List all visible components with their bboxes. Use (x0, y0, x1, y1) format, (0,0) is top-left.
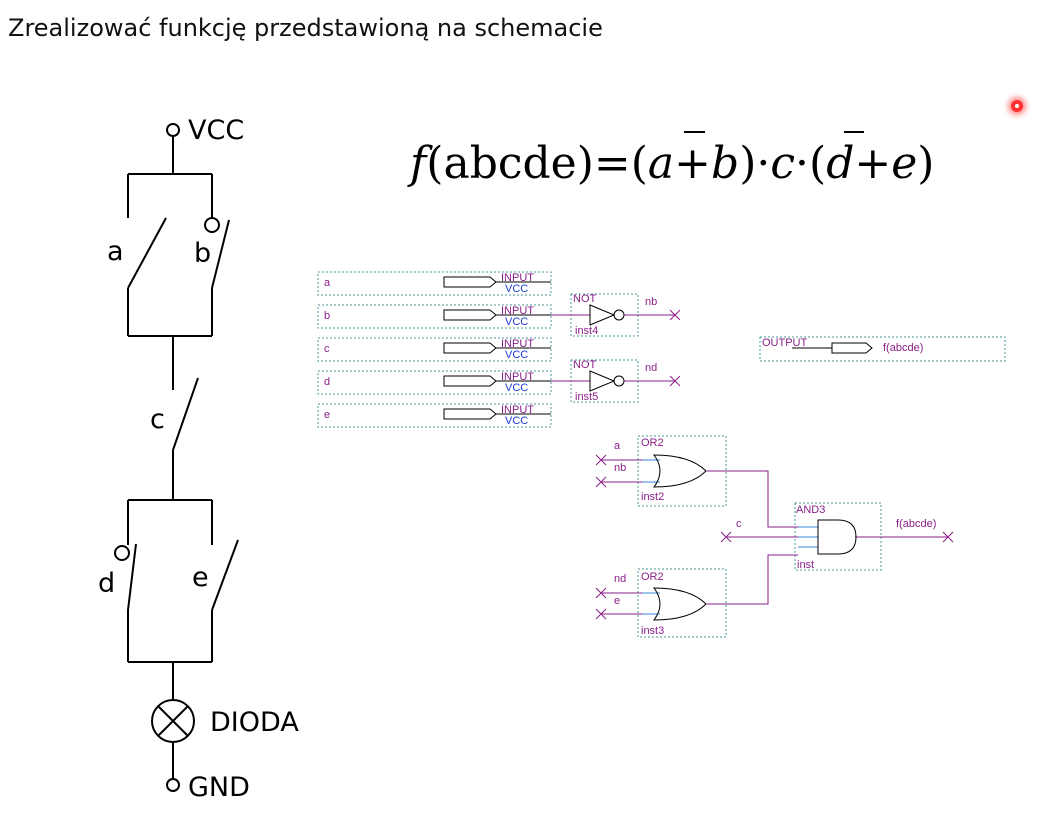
formula-e: e (891, 138, 917, 189)
formula-close1: ) (739, 138, 756, 189)
switch-a (127, 217, 167, 289)
formula-eq: =( (594, 138, 648, 189)
vcc-label: VCC (188, 115, 244, 146)
not-gate-1 (589, 304, 616, 326)
not2-out: nd (645, 362, 657, 374)
not2-inst: inst5 (575, 391, 598, 403)
not1-inst: inst4 (575, 325, 598, 337)
input-vcc-d: VCC (505, 382, 528, 394)
switch-label-b: b (194, 238, 211, 269)
input-name-a: a (324, 277, 331, 289)
formula-a: a (648, 138, 674, 189)
formula-plus1: + (674, 138, 711, 189)
or-gate-1 (653, 454, 707, 488)
formula-dot2: ·( (795, 138, 826, 189)
switch-d-nc (114, 545, 130, 561)
input-name-c: c (324, 343, 330, 355)
and-type: AND3 (796, 504, 825, 516)
formula-text: f(abcde)=(a+b)·c·(d+e) (407, 138, 934, 189)
or1-type: OR2 (641, 437, 664, 449)
formula-close2: ) (917, 138, 934, 189)
gnd-label: GND (188, 772, 250, 803)
gnd-terminal (166, 778, 180, 792)
input-type-b: INPUT (501, 305, 534, 317)
input-name-b: b (324, 310, 330, 322)
or2-in2: e (614, 595, 620, 607)
and-in-c: c (736, 518, 742, 530)
input-name-d: d (324, 376, 330, 388)
and-out: f(abcde) (896, 518, 936, 530)
page-title: Zrealizować funkcję przedstawioną na sch… (8, 14, 603, 42)
or1-in1: a (614, 440, 621, 452)
input-vcc-e: VCC (505, 415, 528, 427)
net-end-nb (669, 309, 681, 321)
diode-label: DIODA (210, 707, 299, 738)
formula-c: c (770, 138, 795, 189)
switch-c (172, 377, 199, 451)
net-end-nd (669, 375, 681, 387)
or1-inst: inst2 (641, 491, 664, 503)
wire-or1-and (706, 470, 798, 528)
input-type-a: INPUT (501, 272, 534, 284)
or2-in1: nd (614, 573, 626, 585)
input-vcc-c: VCC (505, 349, 528, 361)
output-type: OUTPUT (762, 337, 808, 349)
formula-d: d (826, 138, 854, 189)
and-inst: inst (797, 559, 814, 571)
and-gate (817, 519, 857, 555)
switch-b-nc (204, 217, 220, 233)
switch-e (211, 539, 239, 611)
input-vcc-a: VCC (505, 283, 528, 295)
not-gate-2-bubble (613, 375, 625, 387)
or2-inst: inst3 (641, 625, 664, 637)
not1-out: nb (645, 296, 657, 308)
switch-label-a: a (107, 236, 124, 267)
not2-type: NOT (573, 359, 597, 371)
input-vcc-b: VCC (505, 316, 528, 328)
input-type-c: INPUT (501, 338, 534, 350)
switch-circuit (114, 123, 239, 792)
output-pin (831, 342, 873, 354)
not-gate-1-bubble (613, 309, 625, 321)
input-type-e: INPUT (501, 404, 534, 416)
formula-args: (abcde) (426, 138, 594, 189)
switch-label-d: d (98, 568, 115, 599)
formula-dot1: · (756, 138, 770, 189)
switch-d (127, 543, 137, 611)
or1-in2: nb (614, 462, 626, 474)
or-gate-2 (653, 587, 707, 621)
logic-schematic: a b c d e INPUT VCC INPUT VCC INPUT VCC … (317, 271, 1006, 638)
formula: f(abcde)=(a+b)·c·(d+e) (407, 131, 934, 189)
switch-label-e: e (192, 562, 209, 593)
switch-b (211, 219, 230, 289)
input-name-e: e (324, 409, 330, 421)
wire-or2-and (706, 554, 798, 605)
not-gate-2 (589, 370, 616, 392)
output-name: f(abcde) (883, 342, 923, 354)
switch-label-c: c (150, 404, 165, 435)
laser-pointer-dot (1011, 100, 1023, 112)
vcc-terminal (166, 123, 180, 137)
input-type-d: INPUT (501, 371, 534, 383)
not1-type: NOT (573, 293, 597, 305)
formula-b: b (711, 138, 739, 189)
or2-type: OR2 (641, 571, 664, 583)
formula-plus2: + (854, 138, 891, 189)
